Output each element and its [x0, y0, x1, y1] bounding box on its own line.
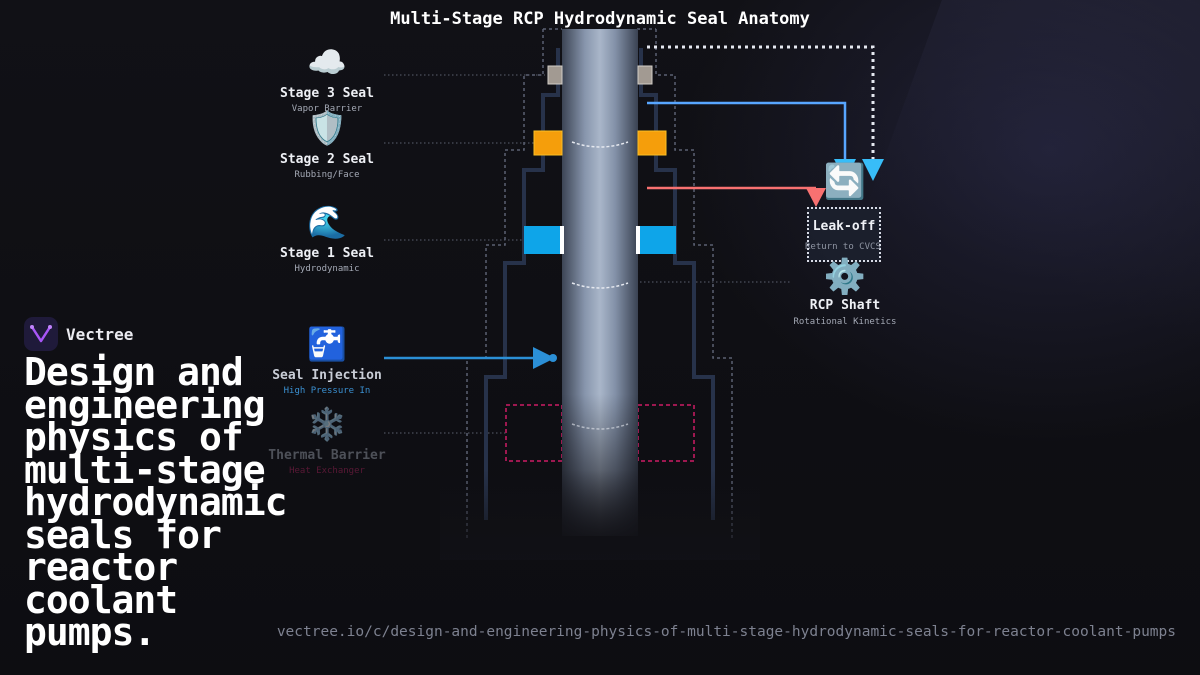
stage3-seal-left [547, 65, 563, 85]
leakoff-sub: Return to CVCS [805, 242, 881, 252]
label-stage1: 🌊 Stage 1 Seal Hydrodynamic [242, 204, 412, 274]
stage2-name: Stage 2 Seal [280, 152, 374, 167]
housing-dashed-left [466, 29, 544, 540]
vectree-logo [24, 317, 58, 351]
brand: Vectree [24, 317, 133, 351]
injection-arrowhead [533, 347, 555, 369]
diagram-title: Multi-Stage RCP Hydrodynamic Seal Anatom… [390, 9, 810, 29]
stage1-name: Stage 1 Seal [280, 246, 374, 261]
gear-icon: ⚙️ [823, 257, 867, 297]
housing-dashed-right [655, 29, 733, 540]
leak-line-blue [647, 101, 847, 163]
stage3-seal-right [637, 65, 653, 85]
housing-right [639, 48, 715, 520]
housing-dashed-outline [466, 28, 733, 540]
stage1-sub: Hydrodynamic [294, 264, 360, 274]
leak-arrow-red [806, 188, 826, 207]
stage1-seal-left [524, 226, 562, 254]
headline: Design and engineering physics of multi-… [24, 350, 288, 654]
stage2-sub: Rubbing/Face [294, 170, 360, 180]
thermal-name: Thermal Barrier [268, 448, 386, 463]
cloud-icon: ☁️ [307, 43, 347, 81]
shaft-fade [562, 29, 638, 536]
faucet-icon: 🚰 [307, 325, 347, 363]
stage2-seal-left [533, 130, 563, 156]
injection-name: Seal Injection [272, 368, 382, 383]
stage2-seal-blocks [533, 130, 667, 156]
thermal-barrier-right [637, 404, 695, 462]
page-url[interactable]: vectree.io/c/design-and-engineering-phys… [276, 624, 1176, 640]
leakoff-name: Leak-off [812, 219, 876, 234]
recycle-arrows-icon: 🔄 [823, 162, 867, 202]
thermal-sub: Heat Exchanger [289, 466, 365, 476]
leak-arrow-blue [834, 159, 856, 181]
thermal-barrier-left [505, 404, 563, 462]
stage1-seal-right [638, 226, 676, 254]
seal-housing [484, 48, 715, 520]
vectree-logo-icon [30, 325, 52, 343]
stage3-name: Stage 3 Seal [280, 86, 374, 101]
shaft-sub: Rotational Kinetics [793, 317, 897, 327]
shaft-name: RCP Shaft [809, 298, 881, 313]
label-rcp-shaft: ⚙️ RCP Shaft Rotational Kinetics [770, 258, 920, 327]
seal-injection-flow [384, 347, 557, 369]
snowflake-icon: ❄️ [307, 405, 347, 443]
injection-sub: High Pressure In [283, 386, 371, 396]
label-stage2: 🛡️ Stage 2 Seal Rubbing/Face [242, 110, 412, 180]
housing-left [484, 48, 560, 520]
leak-arrow-white [862, 159, 884, 181]
leader-lines [384, 74, 790, 434]
leakoff-icon-wrap: 🔄 [770, 163, 920, 201]
stage3-seal-blocks [547, 65, 653, 85]
wave-icon: 🌊 [307, 203, 347, 241]
stage3-sub: Vapor Barrier [291, 104, 363, 114]
label-stage3: ☁️ Stage 3 Seal Vapor Barrier [242, 44, 412, 114]
shaft-flow-arcs [571, 141, 629, 430]
leak-line-white [647, 45, 875, 163]
label-thermal-barrier: ❄️ Thermal Barrier Heat Exchanger [242, 406, 412, 476]
shield-icon: 🛡️ [307, 109, 347, 147]
leakoff-box: Leak-off Return to CVCS [805, 207, 881, 262]
leakoff-lines [647, 45, 884, 207]
brand-name: Vectree [66, 324, 134, 344]
stage1-seal-blocks [524, 226, 676, 254]
stage2-seal-right [637, 130, 667, 156]
label-seal-injection: 🚰 Seal Injection High Pressure In [242, 326, 412, 396]
